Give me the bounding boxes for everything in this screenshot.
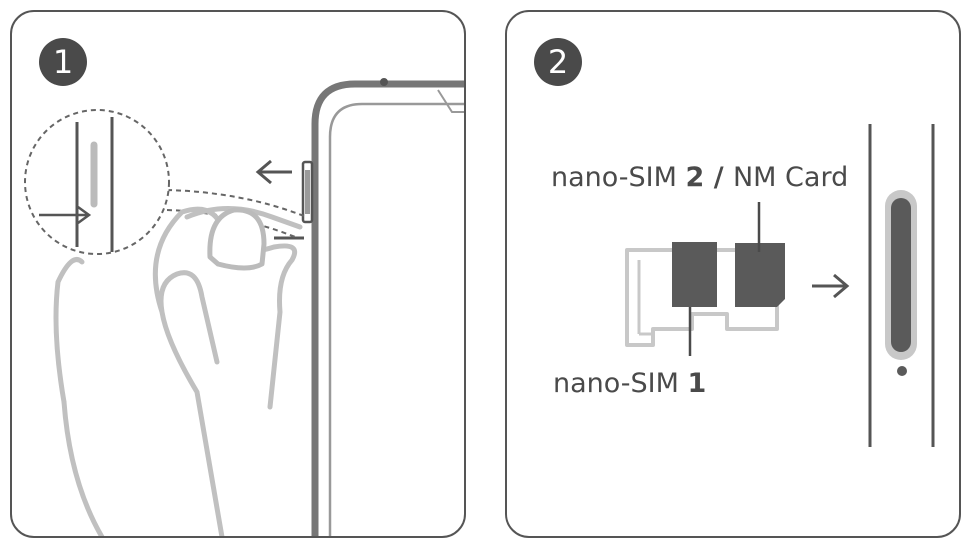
step-1-illustration (24, 78, 464, 536)
nano-sim-1-corner (663, 242, 672, 244)
phone-top-dot (380, 78, 388, 86)
thumb (207, 207, 267, 271)
step-2-panel: 2 nano-SIM 2 / NM Card nano-SIM 1 (505, 10, 961, 538)
nano-sim-2-card (735, 243, 785, 307)
nano-sim-1-card (672, 242, 717, 307)
sim-tray-inner (637, 260, 653, 336)
phone-outline (311, 80, 464, 536)
magnifier-pin-arrow (39, 205, 92, 225)
eject-arrow (255, 159, 292, 185)
zoom-line-top (166, 189, 305, 217)
sim-tray-slot-inner (305, 170, 310, 214)
step-2-badge: 2 (534, 38, 582, 86)
nano-sim-1-label: nano-SIM 1 (553, 368, 707, 399)
step-2-illustration (625, 124, 935, 447)
nano-sim-2-label: nano-SIM 2 / NM Card (551, 162, 849, 193)
step-1-badge: 1 (39, 38, 87, 86)
phone-screen-edge (328, 102, 464, 536)
insert-arrow (812, 273, 850, 299)
tray-eject-hole (897, 366, 907, 376)
hand-outline (53, 206, 303, 536)
phone-inner-edge (437, 89, 464, 113)
hand-base (61, 399, 105, 536)
step-1-panel: 1 (10, 10, 466, 538)
tray-slot-inner (891, 198, 911, 352)
